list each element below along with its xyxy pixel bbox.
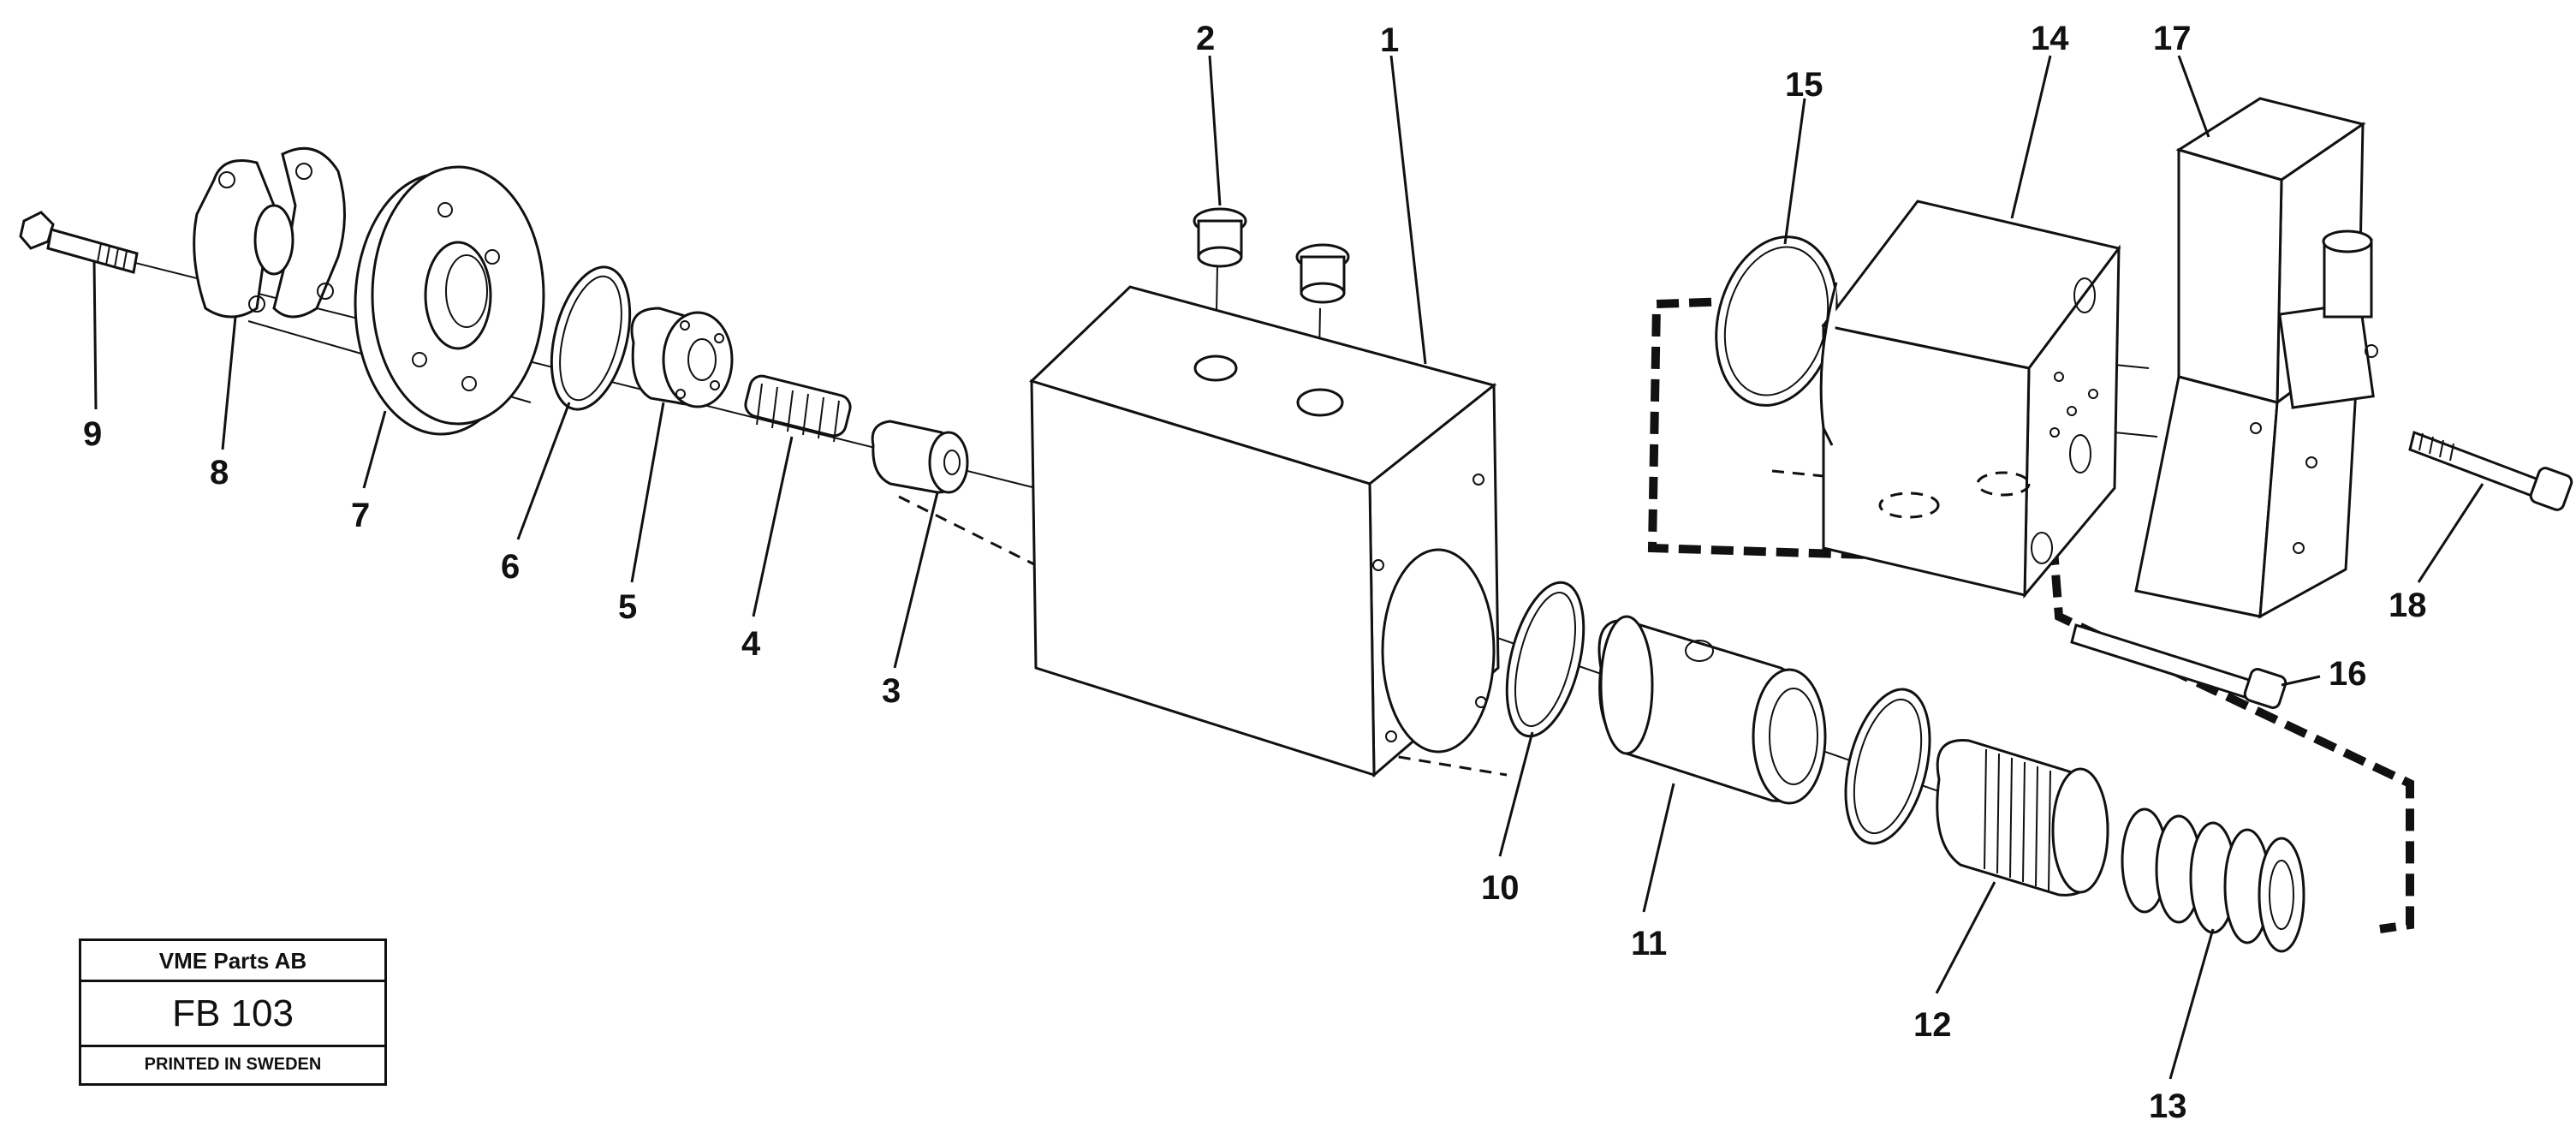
callout-16: 16 — [2329, 655, 2367, 693]
drawing-code: FB 103 — [81, 982, 384, 1047]
callout-14: 14 — [2031, 20, 2069, 57]
leader-lines — [92, 55, 2484, 1080]
valve-housing-part-1 — [1029, 285, 1500, 778]
callout-3: 3 — [882, 672, 901, 710]
callout-1: 1 — [1380, 21, 1399, 59]
company-name: VME Parts AB — [81, 941, 384, 982]
bolt-part-16 — [2070, 623, 2287, 709]
sleeve-part-5 — [630, 307, 734, 408]
callout-7: 7 — [351, 497, 370, 534]
spring-poppet-part-4 — [744, 374, 852, 443]
callout-13: 13 — [2149, 1087, 2187, 1125]
callout-11: 11 — [1631, 925, 1667, 962]
split-flange-part-8 — [193, 146, 346, 319]
plug-part-3 — [871, 420, 969, 494]
printed-note: PRINTED IN SWEDEN — [144, 1055, 322, 1074]
callout-15: 15 — [1785, 66, 1823, 104]
assembly-boundary-dashes — [1647, 295, 2414, 933]
callout-2: 2 — [1196, 20, 1215, 57]
o-ring-between-11-12 — [1844, 688, 1931, 845]
solenoid-part-17 — [2134, 97, 2378, 619]
flange-part-7 — [354, 165, 545, 436]
threaded-sleeve-part-12 — [1936, 739, 2109, 897]
valve-body-part-14 — [1819, 200, 2121, 599]
callout-10: 10 — [1481, 869, 1520, 907]
callout-12: 12 — [1913, 1006, 1952, 1044]
o-ring-part-10 — [1505, 581, 1585, 738]
callout-labels: 1 2 3 4 5 6 7 8 9 10 11 12 13 14 15 16 1… — [83, 20, 2427, 1125]
callout-17: 17 — [2153, 20, 2192, 57]
spring-part-13 — [2121, 807, 2305, 953]
bolt-part-9 — [19, 211, 139, 274]
callout-5: 5 — [618, 588, 637, 626]
callout-18: 18 — [2389, 587, 2427, 624]
callout-6: 6 — [501, 548, 520, 586]
title-block: VME Parts AB FB 103 PRINTED IN SWEDEN — [79, 938, 387, 1086]
callout-8: 8 — [210, 454, 229, 492]
callout-9: 9 — [83, 415, 102, 453]
bolt-part-18 — [2408, 430, 2573, 511]
o-ring-part-6 — [550, 265, 632, 411]
callout-4: 4 — [741, 625, 761, 663]
cartridge-sleeve-part-11 — [1597, 615, 1827, 805]
plugs-part-2 — [1193, 207, 1350, 304]
